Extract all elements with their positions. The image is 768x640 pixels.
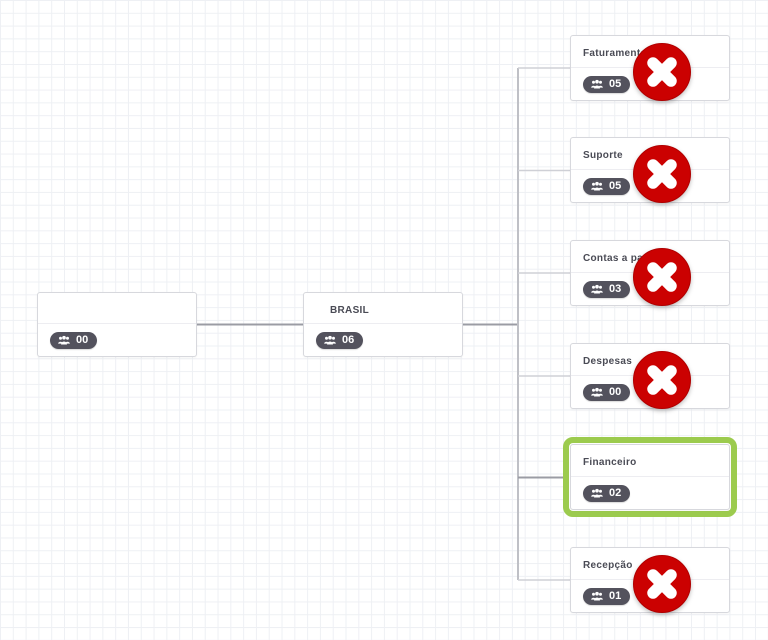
member-count-badge: 01 — [583, 587, 631, 605]
node-footer: 02 — [571, 476, 729, 509]
org-node-brasil[interactable]: BRASIL 06 — [303, 292, 463, 357]
delete-node-button-contas-a-pagar[interactable] — [632, 247, 692, 307]
node-footer: 00 — [38, 323, 196, 356]
users-icon — [324, 335, 336, 345]
delete-node-button-faturamento[interactable] — [632, 42, 692, 102]
member-count-badge: 05 — [583, 177, 631, 195]
member-count-badge: 02 — [583, 484, 631, 502]
delete-node-button-despesas[interactable] — [632, 350, 692, 410]
delete-icon — [633, 145, 691, 203]
member-count: 05 — [609, 77, 622, 90]
node-title — [38, 293, 196, 323]
member-count-badge: 00 — [583, 383, 631, 401]
delete-node-button-suporte[interactable] — [632, 144, 692, 204]
node-title: Recepção — [583, 560, 633, 571]
users-icon — [58, 335, 70, 345]
node-title: Despesas — [583, 356, 633, 367]
users-icon — [591, 79, 603, 89]
users-icon — [591, 387, 603, 397]
delete-node-button-recepcao[interactable] — [632, 554, 692, 614]
node-title: Faturamento — [583, 48, 647, 59]
delete-icon — [633, 248, 691, 306]
member-count: 00 — [609, 385, 622, 398]
member-count-badge: 05 — [583, 75, 631, 93]
node-footer: 05 — [571, 169, 729, 202]
member-count-badge: 03 — [583, 280, 631, 298]
member-count-badge: 06 — [316, 331, 364, 349]
node-footer: 06 — [304, 323, 462, 356]
member-count: 03 — [609, 282, 622, 295]
users-icon — [591, 591, 603, 601]
delete-icon — [633, 555, 691, 613]
delete-icon — [633, 43, 691, 101]
member-count: 05 — [609, 179, 622, 192]
member-count: 00 — [76, 333, 89, 346]
node-title: Contas a pagar — [583, 253, 660, 264]
org-node-financeiro[interactable]: Financeiro 02 — [570, 444, 730, 510]
users-icon — [591, 284, 603, 294]
org-node-root[interactable]: 00 — [37, 292, 197, 357]
node-title: BRASIL — [330, 305, 370, 316]
delete-icon — [633, 351, 691, 409]
node-title: Suporte — [583, 150, 623, 161]
users-icon — [591, 181, 603, 191]
member-count: 02 — [609, 486, 622, 499]
users-icon — [591, 488, 603, 498]
member-count: 06 — [342, 333, 355, 346]
member-count-badge: 00 — [50, 331, 98, 349]
node-title: Financeiro — [583, 457, 637, 468]
member-count: 01 — [609, 589, 622, 602]
